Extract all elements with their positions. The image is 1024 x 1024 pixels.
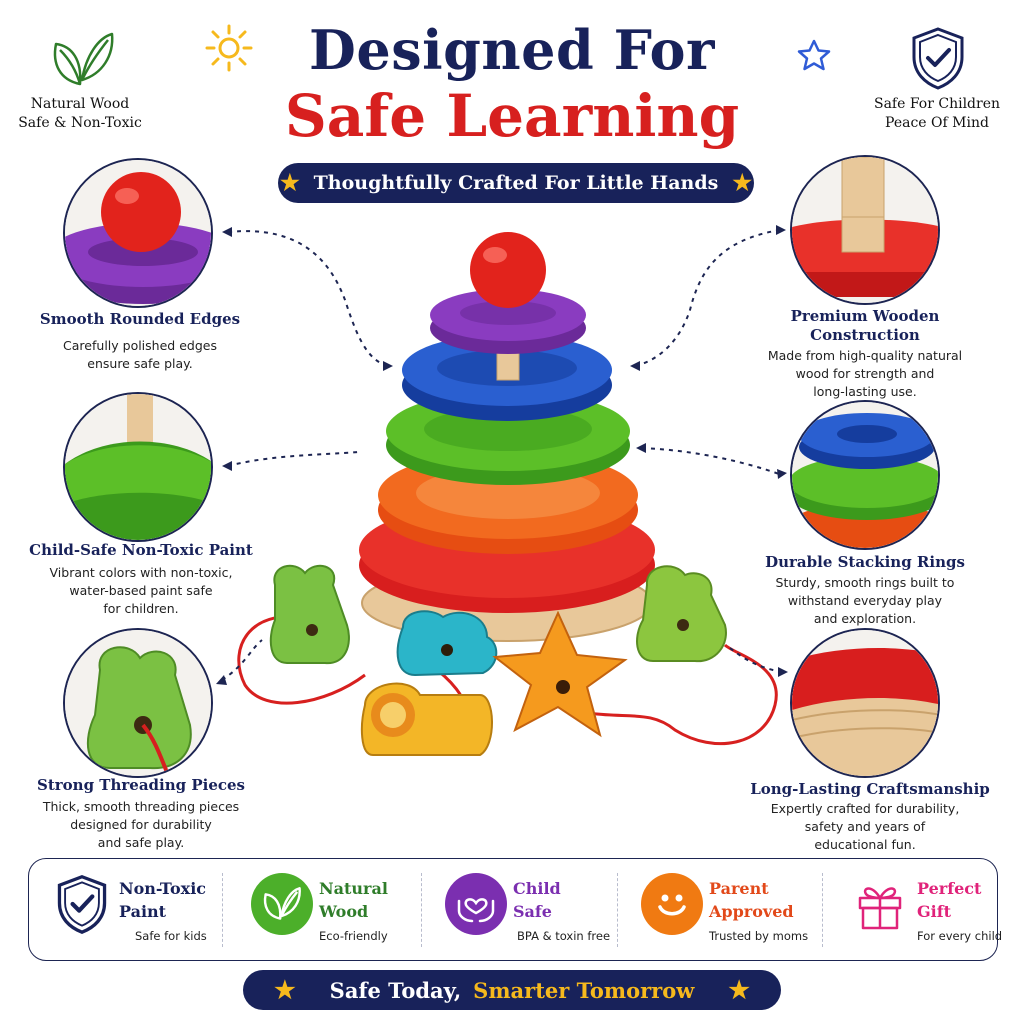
leaf-icon bbox=[251, 873, 313, 935]
feature-title-stacking: Durable Stacking Rings bbox=[765, 553, 965, 571]
title-line-1: Designed For bbox=[309, 18, 715, 82]
star-icon: ★ bbox=[728, 975, 750, 1004]
star-outline-icon bbox=[797, 39, 831, 71]
elephant-piece bbox=[396, 610, 498, 677]
sun-icon bbox=[205, 24, 253, 72]
tagline-ribbon: ★ Thoughtfully Crafted For Little Hands … bbox=[278, 163, 754, 203]
badge-title: Perfect Gift bbox=[917, 879, 982, 921]
badge-divider bbox=[822, 873, 823, 947]
feature-circle-rounded-edges bbox=[63, 158, 213, 308]
starfish-piece bbox=[492, 610, 628, 738]
shield-check-icon bbox=[912, 27, 964, 90]
feature-desc-craftsmanship: Expertly crafted for durability, safety … bbox=[770, 801, 960, 852]
star-icon: ★ bbox=[279, 170, 300, 196]
feature-desc-threading: Thick, smooth threading pieces designed … bbox=[42, 799, 240, 850]
stacking-toy-illustration bbox=[237, 232, 778, 756]
badge-title: Natural Wood bbox=[319, 879, 388, 921]
badge-title: Non-Toxic Paint bbox=[119, 879, 207, 921]
footer-banner: ★ Safe Today, Smarter Tomorrow ★ bbox=[243, 970, 781, 1010]
badge-sub: BPA & toxin free bbox=[517, 929, 611, 943]
feature-title-paint: Child-Safe Non-Toxic Paint bbox=[29, 541, 253, 559]
feature-circle-craftsmanship bbox=[790, 628, 940, 778]
badge-sub: For every child bbox=[917, 929, 1003, 943]
feature-circle-paint bbox=[63, 392, 213, 542]
corner-label-right: Safe For Children Peace Of Mind bbox=[873, 96, 1000, 131]
feature-circle-construction bbox=[790, 155, 940, 305]
feature-title-construction: Premium Wooden Construction bbox=[790, 307, 940, 344]
feature-desc-paint: Vibrant colors with non-toxic, water-bas… bbox=[49, 565, 233, 616]
badge-child-safe: Child Safe BPA & toxin free bbox=[445, 859, 620, 960]
feature-title-threading: Strong Threading Pieces bbox=[37, 776, 245, 794]
feature-circle-threading bbox=[63, 628, 213, 778]
title-line-2: Safe Learning bbox=[284, 82, 740, 150]
star-icon: ★ bbox=[274, 975, 296, 1004]
shield-check-icon bbox=[51, 873, 113, 935]
badge-divider bbox=[222, 873, 223, 947]
badge-natural-wood: Natural Wood Eco-friendly bbox=[251, 859, 421, 960]
gift-icon bbox=[849, 873, 911, 935]
connector-arrows bbox=[216, 225, 788, 685]
smile-icon bbox=[641, 873, 703, 935]
badge-perfect-gift: Perfect Gift For every child bbox=[849, 859, 1002, 960]
feature-desc-stacking: Sturdy, smooth rings built to withstand … bbox=[775, 575, 955, 626]
badge-title: Parent Approved bbox=[709, 879, 794, 921]
dinosaur-piece bbox=[269, 564, 350, 665]
badge-sub: Eco-friendly bbox=[319, 929, 388, 943]
lion-piece bbox=[360, 682, 493, 756]
badge-divider bbox=[617, 873, 618, 947]
badge-parent-approved: Parent Approved Trusted by moms bbox=[641, 859, 816, 960]
heart-hands-icon bbox=[445, 873, 507, 935]
badge-strip: Non-Toxic Paint Safe for kids Natural Wo… bbox=[28, 858, 1002, 961]
corner-label-left: Natural Wood Safe & Non-Toxic bbox=[18, 96, 142, 131]
tagline-text: Thoughtfully Crafted For Little Hands bbox=[313, 172, 719, 194]
badge-divider bbox=[421, 873, 422, 947]
footer-text-part2: Smarter Tomorrow bbox=[473, 977, 695, 1003]
feature-title-craftsmanship: Long-Lasting Craftsmanship bbox=[750, 780, 990, 798]
badge-non-toxic-paint: Non-Toxic Paint Safe for kids bbox=[51, 859, 221, 960]
footer-text-part1: Safe Today, bbox=[329, 977, 462, 1003]
leaf-icon bbox=[53, 32, 114, 86]
feature-title-rounded-edges: Smooth Rounded Edges bbox=[39, 310, 241, 328]
badge-sub: Trusted by moms bbox=[709, 929, 809, 943]
feature-desc-construction: Made from high-quality natural wood for … bbox=[767, 348, 963, 399]
star-icon: ★ bbox=[732, 170, 753, 196]
badge-title: Child Safe bbox=[513, 879, 561, 921]
frog-piece bbox=[636, 565, 727, 663]
badge-sub: Safe for kids bbox=[135, 929, 207, 943]
feature-desc-rounded-edges: Carefully polished edges ensure safe pla… bbox=[63, 338, 217, 371]
feature-circle-stacking bbox=[790, 400, 940, 550]
